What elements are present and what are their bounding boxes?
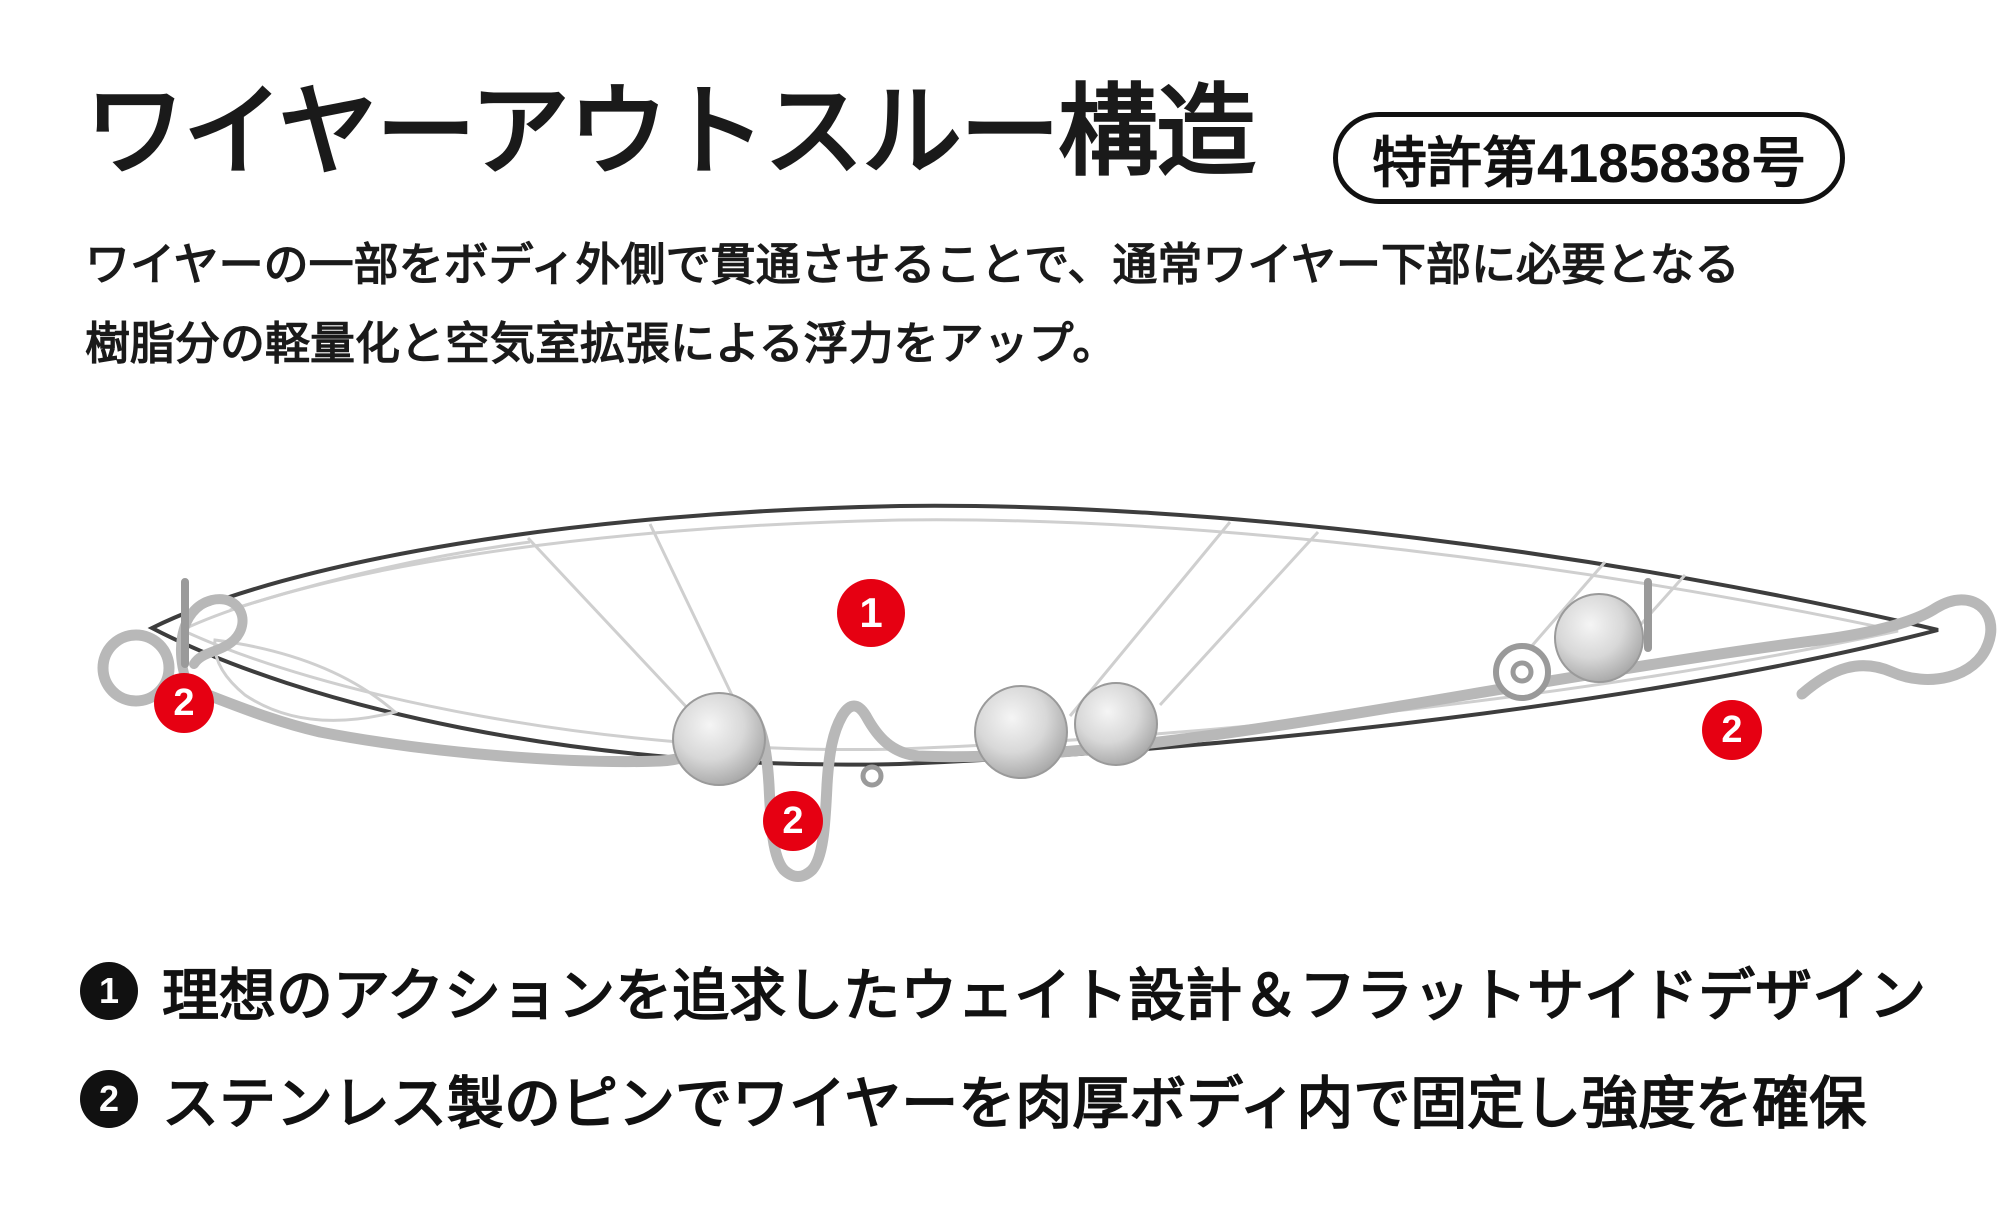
stainless-pins: [181, 578, 1652, 668]
belly-eyelet: [860, 764, 884, 788]
callout-marker-2-belly: 2: [763, 791, 823, 851]
legend-item-1: 1 理想のアクションを追求したウェイト設計＆フラットサイドデザイン: [80, 950, 1926, 1032]
lure-cutaway-diagram: 1 2 2 2: [60, 450, 1997, 930]
weight-ball-tail: [1554, 593, 1644, 683]
page-title: ワイヤーアウトスルー構造: [85, 76, 1256, 188]
patent-number-badge: 特許第4185838号: [1333, 112, 1846, 204]
callout-marker-1: 1: [837, 579, 905, 647]
front-line-tie-loop: [97, 629, 175, 707]
weight-ball-mid-1: [974, 685, 1068, 779]
lure-inner-wall: [178, 518, 1899, 751]
description-line-2: 樹脂分の軽量化と空気室拡張による浮力をアップ。: [85, 317, 1118, 369]
legend-badge-2: 2: [80, 1070, 138, 1128]
legend-text-1: 理想のアクションを追求したウェイト設計＆フラットサイドデザイン: [162, 964, 1927, 1028]
legend-item-2: 2 ステンレス製のピンでワイヤーを肉厚ボディ内で固定し強度を確保: [80, 1058, 1926, 1140]
internal-ribs: [229, 521, 1687, 732]
callout-marker-2-nose: 2: [154, 673, 214, 733]
head-chamber-line: [213, 638, 399, 722]
weight-ball-front: [672, 692, 766, 786]
legend-text-2: ステンレス製のピンでワイヤーを肉厚ボディ内で固定し強度を確保: [162, 1072, 1867, 1136]
lure-cutaway-drawing: [97, 503, 1997, 882]
description-line-1: ワイヤーの一部をボディ外側で貫通させることで、通常ワイヤー下部に必要となる: [85, 239, 1740, 290]
callout-marker-2-tail: 2: [1702, 700, 1762, 760]
legend-badge-1: 1: [80, 962, 138, 1020]
legend: 1 理想のアクションを追求したウェイト設計＆フラットサイドデザイン 2 ステンレ…: [80, 950, 1926, 1140]
tail-washer-hole: [1510, 660, 1534, 684]
description-text: ワイヤーの一部をボディ外側で貫通させることで、通常ワイヤー下部に必要となる 樹脂…: [85, 226, 1740, 384]
weight-ball-mid-2: [1074, 682, 1158, 766]
